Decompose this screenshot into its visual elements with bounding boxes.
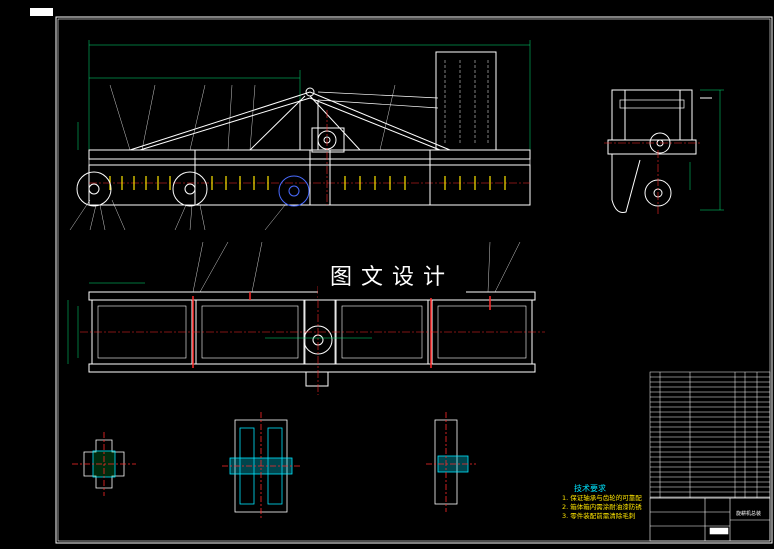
drawing-name: 旋耕机总装 (736, 511, 762, 517)
outer-border (55, 16, 773, 544)
technical-requirement-item: 2. 箱体箱内需涂耐油漆防锈 (562, 503, 642, 511)
technical-requirements-title: 技术要求 (574, 484, 606, 493)
technical-requirement-item: 1. 保证轴承与齿轮的可靠配 (562, 494, 642, 502)
parts-list-table (649, 371, 771, 499)
sheet-corner-mark (30, 8, 53, 16)
technical-requirements: 技术要求 1. 保证轴承与齿轮的可靠配 2. 箱体箱内需涂耐油漆防锈 3. 零件… (562, 484, 642, 521)
detail-bearing-section (222, 412, 300, 520)
front-view (69, 40, 531, 231)
title-block (649, 497, 771, 542)
detail-coupling (72, 432, 136, 496)
technical-requirement-item: 3. 零件装配前需清除毛刺 (562, 512, 636, 520)
side-view (604, 89, 724, 215)
top-view (67, 241, 545, 395)
watermark-banner: 图文设计 (318, 258, 466, 298)
inner-border (57, 18, 771, 542)
detail-shaft-section (426, 412, 476, 512)
